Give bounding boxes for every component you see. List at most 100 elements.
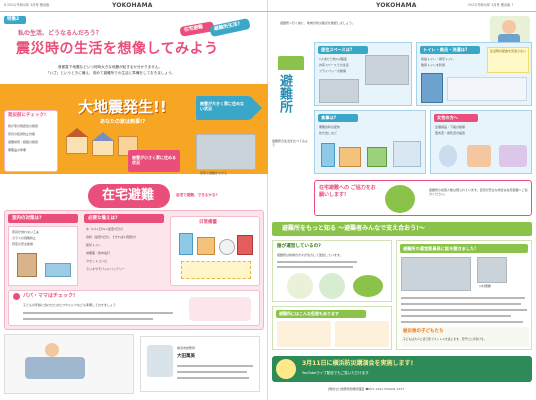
toilet-title-bar: トイレ・風呂・洗濯は? (420, 46, 480, 54)
papa-mama-text: 子どもの年齢に合わせたおむつやミルクなども準備しておきましょう (23, 303, 116, 307)
stock-label: 日常備蓄 (199, 220, 217, 225)
toilet-box: トイレ・風呂・洗濯は? 仮設トイレ・携帯トイレ 簡易トイレを利用 生活時の配慮を… (416, 42, 532, 106)
space-photo (365, 55, 409, 85)
person-icon (45, 343, 59, 357)
shelf-icon (17, 253, 37, 277)
kit-icon (467, 145, 491, 167)
person-head-icon (502, 20, 516, 34)
food-stock-icon (393, 141, 421, 167)
needs-line: カセットコンロ (86, 259, 108, 263)
appeal-title: 在宅避難への ご協力をお願いします! (319, 185, 376, 198)
food-box: 食事は? 備蓄食料の配布 炊き出しなど (314, 110, 426, 174)
badge-shelter: 避難所生活? (209, 17, 251, 38)
footer-contact: [問合せ] 総務局危機管理室 ☎671-2011 FAX641-1677 (328, 387, 405, 391)
room-line: ガラスの飛散防止 (12, 236, 36, 240)
needs-line: 水（1人1日3L×最低3日分） (86, 227, 125, 231)
stock-shelf (181, 261, 251, 279)
who-text: 避難所は地域の方々が協力して運営しています。 (277, 253, 343, 257)
food-line: 炊き出しなど (319, 131, 338, 135)
toilet-line: 簡易トイレを利用 (421, 63, 446, 67)
event-sub: YouTubeライブ配信でもご覧いただけます (302, 371, 369, 375)
checklist-item: 避難場所・経路の確認 (8, 140, 39, 144)
baby-items-illustration (189, 297, 251, 321)
needs-line: 食料（最低3日分、できれば1週間分） (86, 235, 138, 239)
staff-org: 横浜市総務局 (177, 346, 196, 350)
know-banner-title: 避難所をもっと知る ～避難者みんなで支え合おう!～ (282, 225, 425, 232)
know-banner: 避難所をもっと知る ～避難者みんなで支え合おう!～ (272, 222, 532, 236)
food-can-icon (339, 147, 361, 167)
interview-title-bar: 避難所の運営委員長に話を聞きました! (400, 244, 528, 253)
page-info-right: 2022(令和4)年 3月号 横浜版 7 (468, 3, 514, 7)
badge-home-label: 在宅避難 (183, 24, 204, 33)
staff-comment: 横浜市総務局 大田萬美 (140, 336, 260, 392)
tips-title-bar: 避難所にはこんな役割もあります (276, 310, 366, 318)
checklist-box: 発災前にチェック! 我が家の耐震性の確認 家具の転倒防止対策 避難場所・経路の確… (4, 110, 58, 172)
staff-name: 大田萬美 (177, 354, 195, 359)
kids-section: 被災後の子どもたち 子どもは大人と違う形でストレスを感じます。見守りと声掛けを。 (401, 327, 529, 347)
women-line: 生理用品・下着の確保 (435, 125, 466, 129)
toilet-note: 生活時の配慮を見逃さない (487, 47, 529, 73)
supply-icon (499, 145, 527, 167)
header-divider (268, 11, 536, 12)
text-line (401, 309, 527, 311)
shelter-title-block: 避難所 (274, 56, 308, 136)
role-card (335, 321, 389, 347)
person-icon (319, 273, 345, 299)
feature-tag-label: 特集2 (7, 17, 20, 22)
text-line (277, 261, 357, 263)
first-aid-icon (237, 235, 253, 255)
who-runs-box: 誰が運営しているの? 避難所は地域の方々が協力して運営しています。 (272, 240, 392, 302)
sofa-illustration (4, 334, 134, 394)
food-title-bar: 食事は? (318, 114, 358, 122)
needs-line: ラジオやモバイルバッテリー (86, 267, 125, 271)
shelter-sub: 避難所の生活を比べてみよう (272, 139, 308, 147)
checklist-item: 我が家の耐震性の確認 (8, 124, 39, 128)
women-box: 女性の方へ 生理用品・下着の確保 更衣室・授乳室の設置 (430, 110, 532, 174)
papa-mama-title: パパ・ママはチェック! (23, 293, 76, 299)
intro-line-1: 首都直下地震などいつ何時大きな地震が起きるか分かりません。 (58, 65, 163, 69)
checklist-item: 備蓄品の準備 (8, 148, 27, 152)
page-info-left: 6 2022(令和4)年 3月号 横浜版 (4, 3, 50, 7)
toilet-paper-icon (219, 239, 235, 255)
space-photo (319, 79, 359, 103)
roof-icon (278, 56, 304, 70)
text-line (401, 315, 511, 317)
toilet-note-title: 生活時の配慮を見逃さない (490, 49, 527, 53)
house-icon (66, 136, 88, 154)
toilet-line: 仮設トイレ・携帯トイレ (421, 57, 455, 61)
needs-line: 携帯トイレ (86, 243, 102, 247)
arrow-right-icon (250, 96, 262, 120)
roof-icon (92, 132, 114, 141)
room-title-bar: 室内の対策は? (8, 214, 78, 223)
women-line: 更衣室・授乳室の設置 (435, 131, 466, 135)
needs-title-bar: 必要な備えは? (84, 214, 164, 223)
stock-illustration: 日常備蓄 (170, 216, 260, 286)
checklist-item: 家具の転倒防止対策 (8, 132, 36, 136)
needs-line: 常備薬・懐中電灯 (86, 251, 111, 255)
home-evac-sub: 自宅で避難、できるかな? (176, 193, 218, 197)
badge-shelter-label: 避難所生活? (213, 21, 241, 33)
lead-question: 私の生活、どうなるんだろう？ (18, 30, 102, 37)
interview-photo (401, 257, 471, 291)
text-line (277, 266, 353, 268)
checklist-title: 発災前にチェック! (8, 113, 47, 118)
arrow-damaged-label: 被害が大きく家に住めない状況 (200, 101, 244, 112)
interview-title: 避難所の運営委員長に話を聞きました! (403, 245, 477, 251)
bed-icon (45, 263, 71, 277)
shelter-intro: 避難所へ行く前に、地域の防災拠点を確認しましょう。 (280, 21, 355, 25)
house-icon (92, 140, 114, 156)
home-evac-title: 在宅避難 (102, 188, 155, 203)
women-title: 女性の方へ (437, 115, 458, 120)
mascot-icon (276, 359, 296, 379)
small-note: 自宅で避難ができる (200, 171, 227, 175)
food-line: 備蓄食料の配布 (319, 125, 341, 129)
room-title: 室内の対策は? (12, 215, 42, 221)
arrow-small-label: 被害が小さく家に住める状況 (132, 155, 176, 166)
toilet-paper-stock (447, 77, 527, 101)
food-box-icon (197, 237, 215, 255)
person-icon (287, 273, 313, 299)
left-page: 6 2022(令和4)年 3月号 横浜版 YOKOHAMA 特集2 私の生活、ど… (0, 0, 268, 400)
interviewee-photo (477, 257, 507, 283)
mascot-icon (353, 275, 383, 297)
space-line: プライバシーの確保 (319, 69, 346, 73)
